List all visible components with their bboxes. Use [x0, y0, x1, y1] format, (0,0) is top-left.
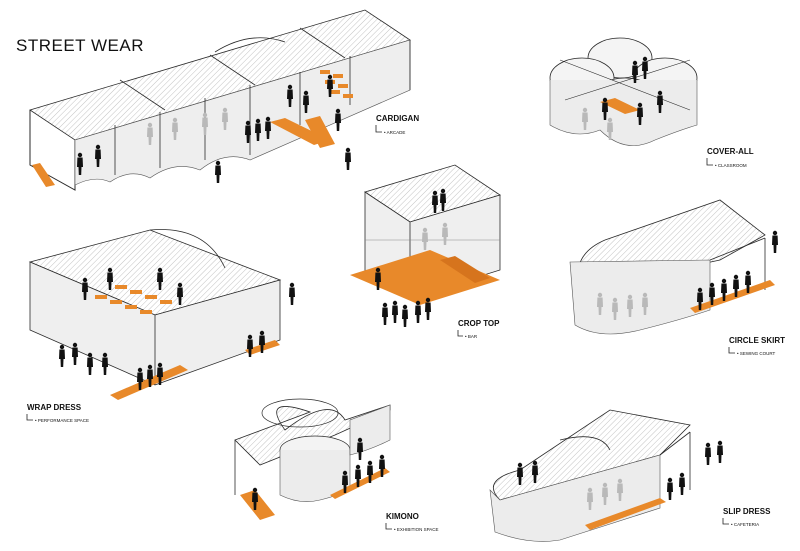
sheet-title: STREET WEAR — [16, 36, 144, 55]
cardigan-drawing — [29, 9, 411, 191]
label-crop-top: CROP TOP — [458, 319, 500, 328]
cover-all-drawing — [549, 37, 698, 146]
sublabel-crop-top: • BAR — [465, 334, 478, 339]
slip-dress-drawing — [489, 409, 723, 542]
wrap-dress-drawing — [28, 229, 295, 400]
sublabel-circle-skirt: • SEWING COURT — [737, 351, 776, 356]
label-cardigan: CARDIGAN — [376, 114, 420, 123]
sublabel-slip-dress: • CAFETERIA — [731, 522, 760, 527]
label-cover-all: COVER-ALL — [707, 147, 754, 156]
label-slip-dress: SLIP DRESS — [723, 507, 771, 516]
label-circle-skirt: CIRCLE SKIRT — [729, 336, 785, 345]
sublabel-cardigan: • ARCADE — [384, 130, 406, 135]
sublabel-cover-all: • CLASSROOM — [715, 163, 747, 168]
sublabel-wrap-dress: • PERFORMANCE SPACE — [35, 418, 89, 423]
crop-top-drawing — [350, 164, 501, 327]
label-kimono: KIMONO — [386, 512, 419, 521]
label-leaders — [26, 125, 735, 530]
kimono-drawing — [234, 398, 391, 520]
circle-skirt-drawing — [569, 199, 778, 335]
label-wrap-dress: WRAP DRESS — [27, 403, 82, 412]
sublabel-kimono: • EXHIBITION SPACE — [394, 527, 439, 532]
